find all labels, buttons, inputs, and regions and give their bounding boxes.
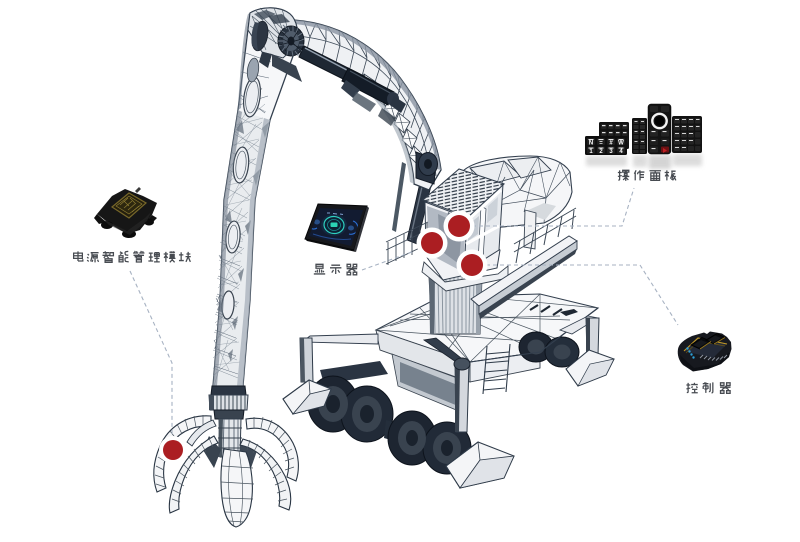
svg-text:1: 1 [589,149,593,155]
svg-text:3: 3 [609,149,613,155]
svg-text:N: N [589,141,593,147]
svg-text:W: W [618,141,624,147]
svg-text:2: 2 [599,149,603,155]
svg-text:#: # [609,141,613,147]
svg-text:=: = [599,141,603,147]
svg-text:4: 4 [619,149,623,155]
